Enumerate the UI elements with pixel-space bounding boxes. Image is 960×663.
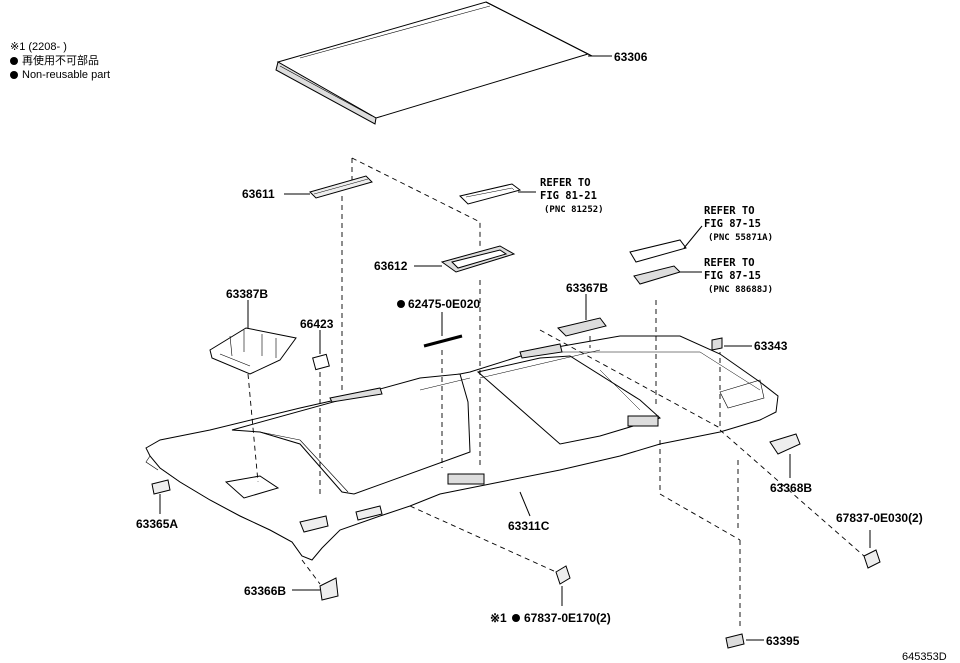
clip-67837-0E030[interactable] [863,549,881,569]
label-63306: 63306 [614,50,648,64]
label-63387B: 63387B [226,287,268,301]
svg-text:FIG 81-21: FIG 81-21 [540,190,597,202]
bracket-63366B[interactable] [319,577,339,601]
clip-67837-0E170[interactable] [555,565,571,585]
bracket-63368B[interactable] [769,433,801,455]
svg-text:REFER TO: REFER TO [704,257,755,269]
svg-text:FIG 87-15: FIG 87-15 [704,270,761,282]
lamp-55871A[interactable] [629,239,687,263]
legend-non-reusable-en: Non-reusable part [10,68,110,82]
ref-callout-3: REFER TO FIG 87-15 (PNC 88688J) [704,257,773,295]
label-63367B: 63367B [566,281,608,295]
sunshade-63306[interactable] [275,1,593,125]
leader-ref-2 [683,225,703,249]
legend: ※1 (2208- ) 再使用不可部品 Non-reusable part [10,40,110,82]
label-67837-0E170: 67837-0E170(2) [524,611,611,625]
label-63611: 63611 [242,187,275,201]
label-62475: 62475-0E020 [408,297,480,311]
label-63365A: 63365A [136,517,178,531]
svg-text:(PNC 81252): (PNC 81252) [544,205,604,215]
svg-text:REFER TO: REFER TO [540,177,591,189]
assembly-guides [247,157,865,630]
frame-63612[interactable] [440,245,516,273]
ref-callout-1: REFER TO FIG 81-21 (PNC 81252) [540,177,604,215]
non-reusable-dot [512,614,520,622]
visor-63611[interactable] [309,175,373,199]
non-reusable-dot [397,300,405,308]
bullet-icon [10,57,18,65]
leader-63311C [519,491,531,517]
clip-63365A[interactable] [151,479,171,495]
pad-63343[interactable] [711,337,723,351]
diagram-code: 645353D [902,651,947,663]
bracket-63367B[interactable] [557,317,607,337]
svg-text:(PNC 55871A): (PNC 55871A) [708,233,773,243]
label-63366B: 63366B [244,584,286,598]
label-63368B: 63368B [770,481,812,495]
lamp-88688J[interactable] [633,265,681,285]
headliner-63311C[interactable] [145,335,779,561]
lamp-81252[interactable] [459,183,522,205]
legend-note: ※1 (2208- ) [10,41,67,53]
note-mark-1: ※1 [490,611,507,625]
label-63395: 63395 [766,634,800,648]
label-63612: 63612 [374,259,408,273]
legend-non-reusable-jp: 再使用不可部品 [10,54,110,68]
label-67837-0E030: 67837-0E030(2) [836,511,923,525]
clip-63395[interactable] [725,633,745,649]
bracket-63387B[interactable] [209,327,297,375]
bullet-icon [10,71,18,79]
label-63343: 63343 [754,339,788,353]
svg-text:FIG 87-15: FIG 87-15 [704,218,761,230]
ref-callout-2: REFER TO FIG 87-15 (PNC 55871A) [704,205,773,243]
label-66423: 66423 [300,317,334,331]
clip-66423[interactable] [312,353,330,371]
svg-text:(PNC 88688J): (PNC 88688J) [708,285,773,295]
label-63311C: 63311C [508,519,550,533]
tape-62475[interactable] [423,334,463,348]
svg-text:REFER TO: REFER TO [704,205,755,217]
